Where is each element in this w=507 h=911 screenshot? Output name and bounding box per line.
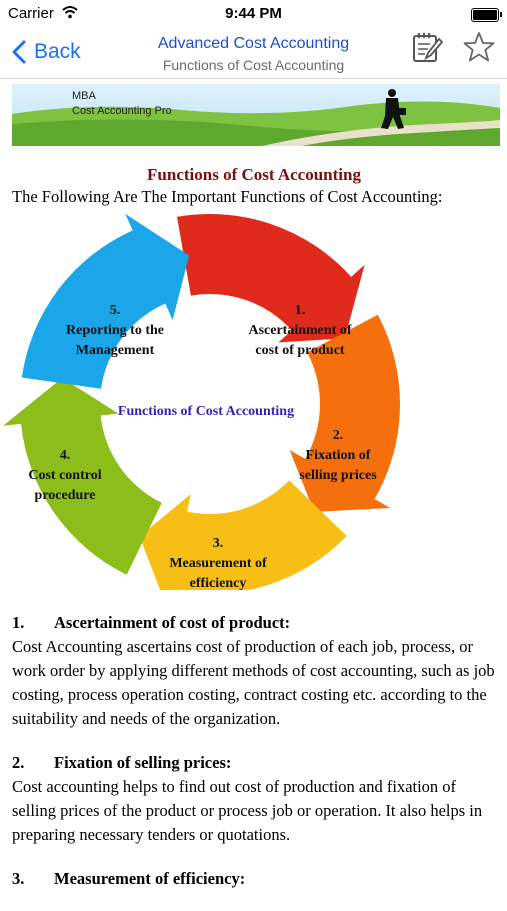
cycle-center-label: Functions of Cost Accounting [118,404,294,419]
cycle-arrow-5 [21,214,190,389]
battery-icon [471,8,502,22]
section-title: Ascertainment of cost of product: [54,613,291,632]
section-body: Cost accounting helps to find out cost o… [12,777,483,844]
carrier-label: Carrier [8,5,54,22]
status-bar: Carrier 9:44 PM [0,0,507,28]
wifi-icon [62,6,78,19]
nav-subtitle: Functions of Cost Accounting [162,57,345,73]
section-number: 3. [12,869,25,888]
section-body: Cost Accounting ascertains cost of produ… [12,637,495,728]
section-title: Measurement of efficiency: [54,869,246,888]
star-icon[interactable] [463,31,495,63]
banner-landscape [12,84,500,146]
banner-line1: MBA [72,90,96,102]
cycle-arrow-2 [289,314,401,512]
article-intro: The Following Are The Important Function… [12,187,443,206]
cycle-arrow-1 [177,214,365,343]
section-item: 2. Fixation of selling prices: Cost accou… [12,751,496,847]
section-number: 2. [12,753,25,772]
article-content: Functions of Cost Accounting The Followi… [12,160,496,207]
back-button[interactable]: Back [12,37,81,67]
sections-list: 1. Ascertainment of cost of product: Cost… [12,611,496,911]
back-label: Back [34,40,81,63]
navigation-bar: Back Advanced Cost Accounting Functions … [0,28,507,79]
nav-title: Advanced Cost Accounting [157,35,350,52]
app-banner: MBA Cost Accounting Pro [12,84,500,146]
chevron-left-icon [12,40,26,64]
section-title: Fixation of selling prices: [54,753,232,772]
article-heading: Functions of Cost Accounting [147,165,361,184]
cycle-arrow-4 [3,377,162,575]
section-number: 1. [12,613,25,632]
edit-note-icon[interactable] [411,31,443,63]
businessman-silhouette [381,89,406,129]
clock: 9:44 PM [225,5,282,22]
banner-line2: Cost Accounting Pro [72,105,172,117]
cycle-arrow-3 [139,480,347,590]
section-item: 3. Measurement of efficiency: [12,867,496,891]
section-item: 1. Ascertainment of cost of product: Cost… [12,611,496,731]
